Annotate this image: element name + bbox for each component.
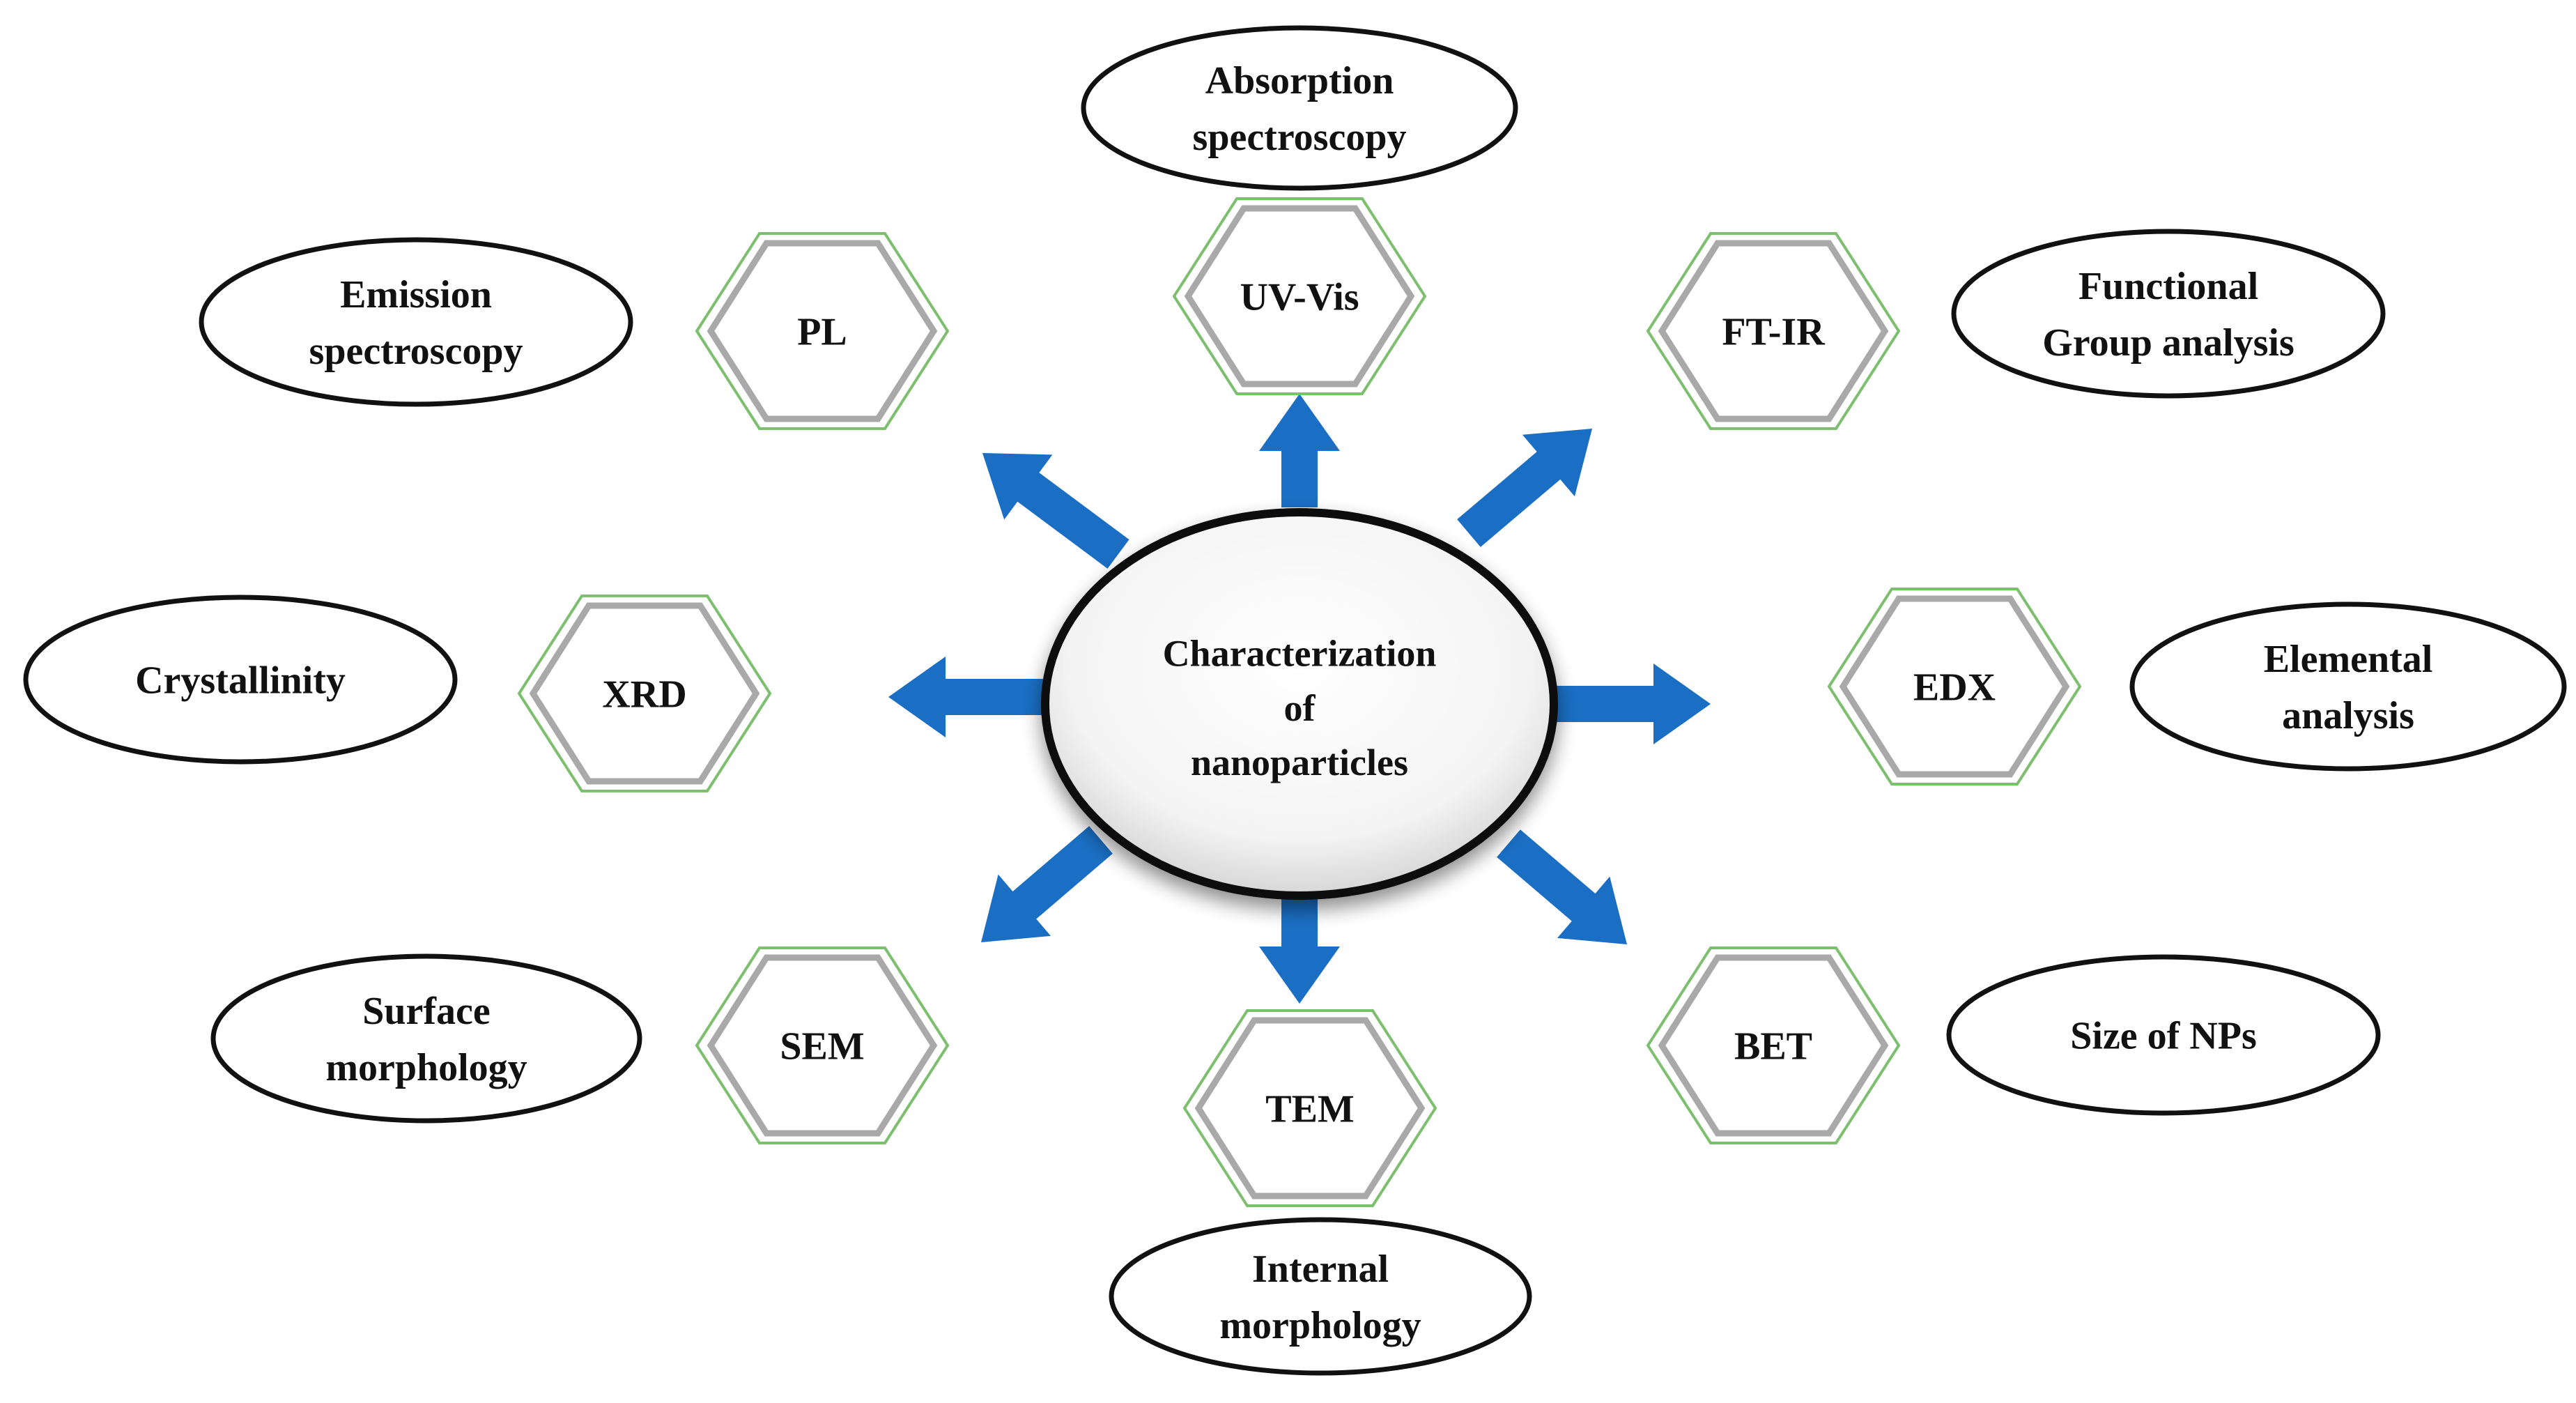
application-pl: Emission spectroscopy <box>199 237 633 407</box>
application-text-line: Emission <box>340 273 492 316</box>
arrow-to-edx <box>1552 664 1711 744</box>
technique-uv-vis: UV-Vis <box>1172 197 1427 395</box>
application-text-line: spectroscopy <box>1193 116 1407 159</box>
technique-label: FT-IR <box>1722 311 1825 354</box>
hexagon-inner <box>529 602 760 785</box>
application-xrd: Crystallinity <box>23 595 458 765</box>
application-tem: Internal morphology <box>1109 1217 1532 1376</box>
application-text-line: morphology <box>325 1046 527 1089</box>
technique-label: PL <box>797 311 847 354</box>
application-sem: Surface morphology <box>210 953 642 1124</box>
application-oval <box>210 953 642 1124</box>
arrow-to-ft-ir <box>1457 429 1593 547</box>
application-oval <box>1109 1217 1532 1376</box>
application-text-line: Surface <box>362 990 491 1033</box>
center-ellipse <box>1041 508 1558 900</box>
technique-edx: EDX <box>1827 588 2082 785</box>
hexagon-inner <box>1839 595 2070 778</box>
hexagon-inner <box>1184 205 1415 388</box>
technique-xrd: XRD <box>517 595 772 792</box>
application-text-line: Group analysis <box>2042 321 2295 365</box>
technique-label: EDX <box>1913 666 1996 710</box>
arrow-to-tem <box>1259 898 1340 1004</box>
application-oval <box>2129 601 2567 772</box>
application-oval <box>1081 25 1518 191</box>
application-text-line: Elemental <box>2264 638 2433 681</box>
center-title-line: nanoparticles <box>1191 742 1408 783</box>
technique-label: XRD <box>602 673 686 716</box>
application-text-line: Crystallinity <box>135 659 346 703</box>
technique-label: BET <box>1734 1025 1812 1068</box>
application-bet: Size of NPs <box>1946 954 2381 1116</box>
application-oval <box>199 237 633 407</box>
arrow-to-pl <box>982 453 1129 569</box>
application-text-line: Size of NPs <box>2070 1015 2257 1058</box>
center-title-line: Characterization <box>1163 633 1437 675</box>
application-edx: Elemental analysis <box>2129 601 2567 772</box>
technique-pl: PL <box>695 232 950 430</box>
technique-ft-ir: FT-IR <box>1646 232 1901 430</box>
technique-tem: TEM <box>1182 1009 1437 1207</box>
center-title-line: of <box>1284 687 1316 729</box>
application-text-line: morphology <box>1219 1304 1421 1347</box>
hexagon-inner <box>1658 240 1889 422</box>
application-text-line: analysis <box>2282 694 2414 737</box>
application-oval <box>1951 229 2386 399</box>
hexagon-inner <box>1658 954 1889 1137</box>
technique-label: SEM <box>780 1025 864 1068</box>
arrow-to-uv-vis <box>1259 394 1340 507</box>
arrows-layer <box>888 394 1711 1004</box>
arrow-to-sem <box>980 826 1113 942</box>
application-text-line: Internal <box>1252 1248 1389 1291</box>
center-node: Characterization of nanoparticles <box>1041 508 1558 900</box>
hexagon-inner <box>707 240 938 422</box>
application-text-line: spectroscopy <box>309 330 523 373</box>
arrow-to-bet <box>1497 829 1627 944</box>
application-text-line: Functional <box>2078 265 2258 308</box>
arrow-to-xrd <box>888 657 1058 737</box>
technique-bet: BET <box>1646 946 1901 1144</box>
technique-label: TEM <box>1265 1088 1355 1131</box>
application-text-line: Absorption <box>1205 59 1394 102</box>
technique-sem: SEM <box>695 946 950 1144</box>
technique-label: UV-Vis <box>1240 276 1359 319</box>
application-uv-vis: Absorption spectroscopy <box>1081 25 1518 191</box>
application-oval <box>1946 954 2381 1116</box>
hexagon-inner <box>707 954 938 1137</box>
application-oval <box>23 595 458 765</box>
hexagon-inner <box>1194 1017 1426 1199</box>
